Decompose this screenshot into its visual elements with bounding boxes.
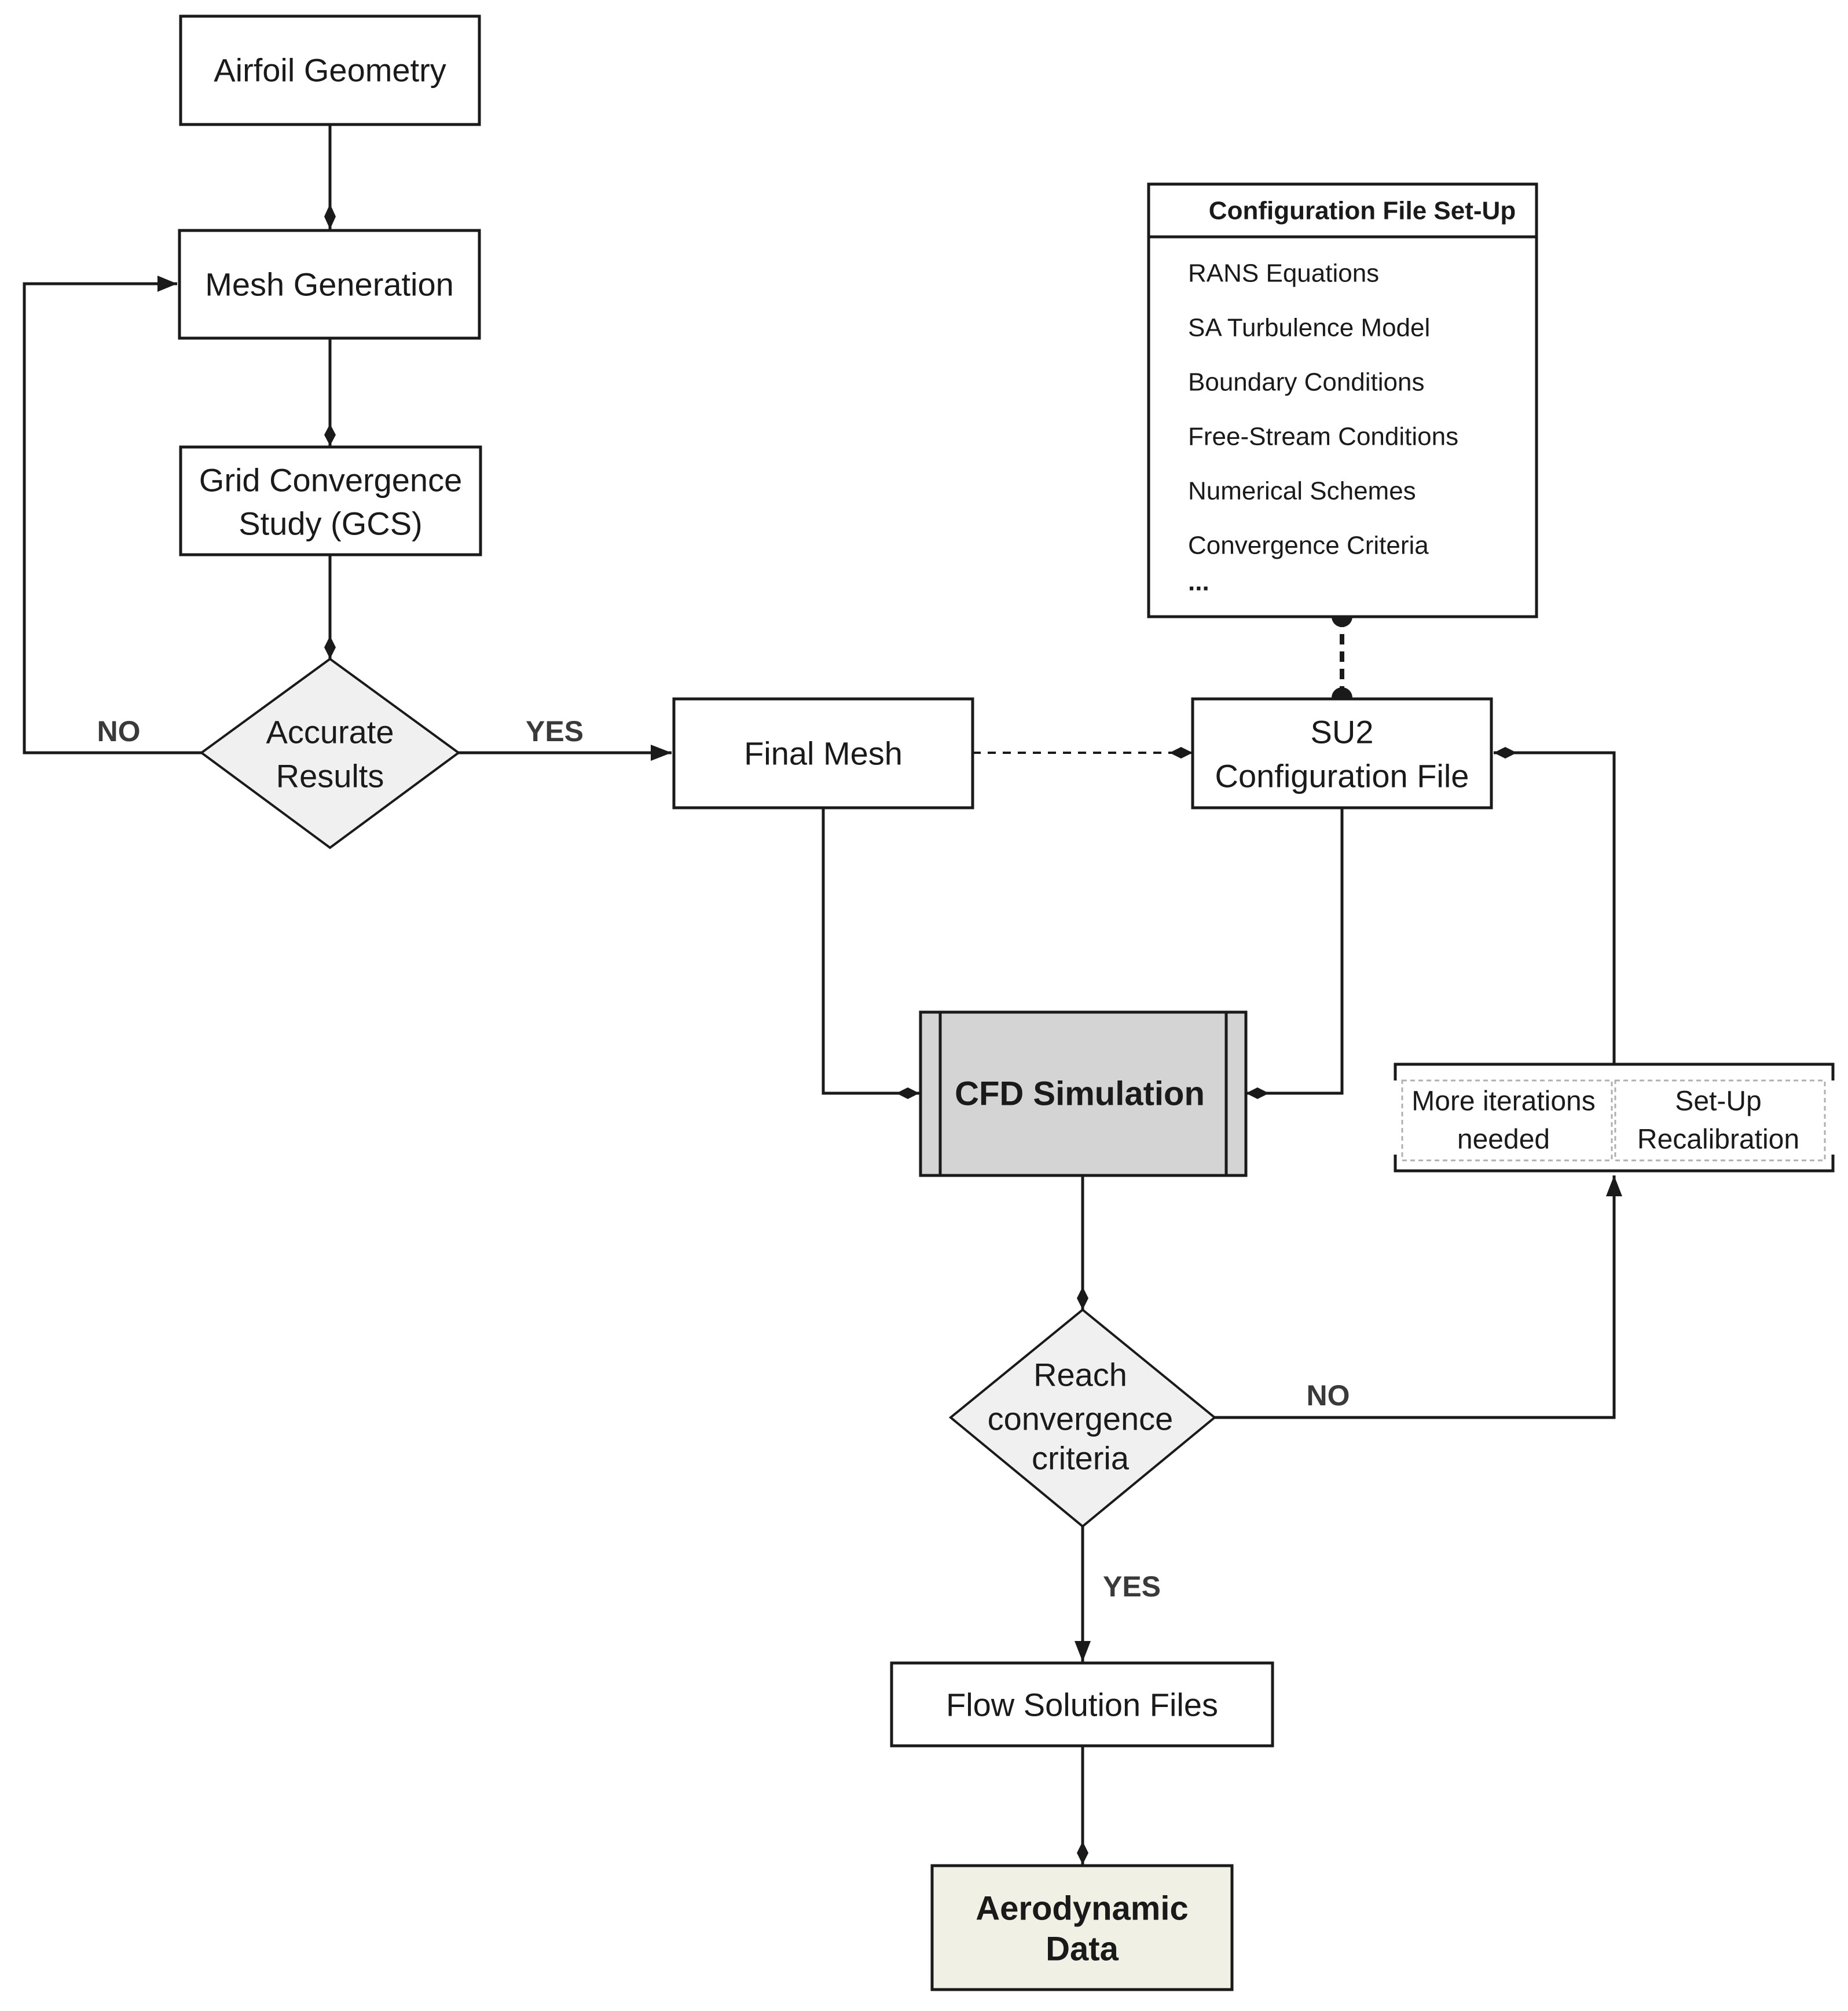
diamond-marker — [324, 636, 336, 659]
label-convergence-yes: YES — [1103, 1570, 1161, 1603]
node-grid-convergence-study: Grid Convergence Study (GCS) — [179, 445, 482, 556]
su2-label-line-2: Configuration File — [1215, 758, 1469, 794]
cfd-simulation-label: CFD Simulation — [955, 1075, 1205, 1113]
flow-solution-label: Flow Solution Files — [946, 1687, 1218, 1723]
diamond-marker — [896, 1087, 919, 1099]
config-item: RANS Equations — [1188, 259, 1379, 288]
node-aerodynamic-data: Aerodynamic Data — [930, 1864, 1234, 1991]
diamond-marker — [1246, 1087, 1269, 1099]
mesh-generation-label: Mesh Generation — [205, 266, 454, 303]
iteration-cell-left — [1401, 1079, 1613, 1162]
more-iterations-line-1: More iterations — [1411, 1086, 1595, 1117]
more-iterations-line-2: needed — [1457, 1124, 1550, 1155]
arrow-marker — [1606, 1175, 1622, 1196]
label-gcs-no: NO — [97, 715, 141, 748]
diamond-marker — [1077, 1841, 1088, 1865]
accurate-results-line-1: Accurate — [266, 714, 394, 750]
setup-recalibration-line-2: Recalibration — [1637, 1124, 1799, 1155]
final-mesh-label: Final Mesh — [744, 735, 903, 772]
node-mesh-generation: Mesh Generation — [178, 229, 481, 340]
node-flow-solution-files: Flow Solution Files — [890, 1661, 1274, 1748]
diamond-marker — [1077, 1287, 1088, 1310]
config-item-list: RANS Equations SA Turbulence Model Bound… — [1188, 259, 1458, 596]
setup-recalibration-line-1: Set-Up — [1675, 1086, 1761, 1117]
edges — [23, 124, 1616, 1865]
edge-su2-to-cfd — [1246, 808, 1344, 1095]
edge-accurate-no-loop — [23, 282, 201, 754]
config-item: Boundary Conditions — [1188, 368, 1424, 397]
iteration-box-bottom-bracket — [1394, 1155, 1835, 1173]
diamond-marker — [324, 204, 336, 229]
su2-label-line-1: SU2 — [1311, 714, 1374, 750]
aerodynamic-data-line-1: Aerodynamic — [976, 1890, 1188, 1928]
aerodynamic-data-line-2: Data — [1046, 1931, 1119, 1968]
edge-labels: NO YES NO YES — [97, 715, 1350, 1603]
label-convergence-no: NO — [1307, 1379, 1350, 1412]
iteration-cell-right — [1614, 1079, 1826, 1162]
arrow-marker — [1075, 1641, 1091, 1662]
edge-convergence-no-to-iteration — [1215, 1175, 1616, 1419]
node-cfd-simulation: CFD Simulation — [919, 1010, 1248, 1177]
label-gcs-yes: YES — [526, 715, 584, 748]
gcs-label-line-1: Grid Convergence — [199, 462, 462, 499]
diamond-marker — [1494, 747, 1517, 759]
diamond-marker — [324, 424, 336, 446]
config-title: Configuration File Set-Up — [1209, 197, 1516, 225]
node-airfoil-geometry: Airfoil Geometry — [179, 14, 481, 126]
decision-accurate-results: Accurate Results — [199, 657, 461, 849]
diamond-marker — [1169, 747, 1193, 759]
config-item-ellipsis: ... — [1188, 568, 1209, 596]
config-item: Numerical Schemes — [1188, 477, 1416, 506]
gcs-label-line-2: Study (GCS) — [239, 506, 422, 542]
arrow-marker — [651, 745, 672, 761]
iteration-box: More iterations needed Set-Up Recalibrat… — [1394, 1063, 1835, 1173]
edge-iteration-to-su2 — [1494, 751, 1616, 1064]
reach-convergence-line-3: criteria — [1032, 1440, 1130, 1477]
reach-convergence-line-2: convergence — [988, 1401, 1174, 1437]
iteration-box-top-bracket — [1394, 1063, 1835, 1080]
edge-final-mesh-to-cfd — [822, 808, 919, 1095]
config-item: Convergence Criteria — [1188, 532, 1429, 560]
arrow-marker — [157, 276, 177, 292]
node-final-mesh: Final Mesh — [672, 697, 974, 809]
accurate-results-line-2: Results — [276, 758, 384, 794]
decision-reach-convergence: Reach convergence criteria — [948, 1308, 1217, 1528]
airfoil-geometry-label: Airfoil Geometry — [214, 52, 446, 89]
config-setup-box: Configuration File Set-Up RANS Equations… — [1147, 182, 1538, 618]
reach-convergence-line-1: Reach — [1033, 1357, 1127, 1393]
config-item: SA Turbulence Model — [1188, 314, 1430, 342]
config-item: Free-Stream Conditions — [1188, 423, 1458, 451]
node-su2-configuration-file: SU2 Configuration File — [1191, 697, 1493, 809]
